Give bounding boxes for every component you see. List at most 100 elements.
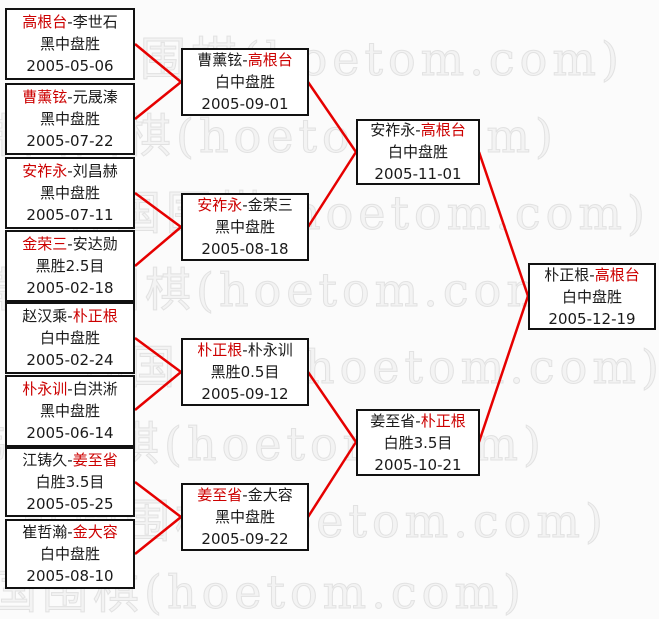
vs-separator: - (67, 235, 73, 253)
bracket-connectors (134, 43, 530, 555)
match-date: 2005-07-11 (26, 206, 114, 224)
match-box-round2-3: 朴正根-朴永训 黑胜0.5目 2005-09-12 (181, 338, 309, 406)
match-result: 白中盘胜 (387, 143, 448, 161)
player-name: 高根台 (420, 121, 466, 139)
player-name: 金大容 (72, 523, 118, 541)
player-name: 朴正根 (544, 265, 590, 284)
player-name: 高根台 (22, 13, 68, 31)
player-name: 高根台 (594, 265, 640, 284)
player-name: 安祚永 (22, 162, 68, 180)
vs-separator: - (242, 51, 248, 69)
match-date: 2005-08-10 (26, 567, 114, 585)
player-name: 金荣三 (22, 235, 68, 253)
match-box-round1-4: 金荣三-安达勋 黑胜2.5目 2005-02-18 (5, 230, 135, 302)
match-box-round1-1: 高根台-李世石 黑中盘胜 2005-05-06 (5, 8, 135, 80)
player-name: 金荣三 (247, 196, 293, 214)
match-date: 2005-05-25 (26, 495, 114, 513)
vs-separator: - (67, 451, 73, 469)
connector-line (134, 226, 182, 267)
match-date: 2005-11-01 (374, 165, 462, 183)
connector-line (134, 516, 182, 555)
vs-separator: - (242, 196, 248, 214)
match-result: 黑中盘胜 (39, 402, 100, 420)
match-date: 2005-06-14 (26, 424, 114, 442)
match-date: 2005-07-22 (26, 132, 114, 150)
match-result: 黑中盘胜 (39, 184, 100, 202)
vs-separator: - (415, 411, 421, 430)
match-date: 2005-09-01 (201, 95, 289, 113)
match-box-semifinal-1: 安祚永-高根台 白中盘胜 2005-11-01 (356, 119, 480, 185)
match-result: 白中盘胜 (39, 545, 100, 563)
match-result: 白胜3.5目 (383, 433, 453, 452)
connector-line (306, 441, 358, 518)
player-name: 朴永训 (22, 380, 68, 398)
player-name: 姜至省 (370, 411, 416, 430)
vs-separator: - (415, 121, 421, 139)
vs-separator: - (67, 13, 73, 31)
connector-line (134, 81, 182, 120)
player-name: 姜至省 (197, 486, 243, 504)
connector-line (477, 295, 530, 443)
player-name: 崔哲瀚 (22, 523, 68, 541)
match-result: 黑中盘胜 (214, 218, 275, 236)
player-name: 曹薰铉 (197, 51, 243, 69)
player-name: 朴正根 (420, 411, 466, 430)
connector-line (134, 43, 182, 83)
match-date: 2005-05-06 (26, 57, 114, 75)
match-box-round1-6: 朴永训-白洪淅 黑中盘胜 2005-06-14 (5, 375, 135, 447)
player-name: 白洪淅 (72, 380, 118, 398)
connector-line (134, 481, 182, 518)
match-box-semifinal-2: 姜至省-朴正根 白胜3.5目 2005-10-21 (356, 409, 480, 476)
match-box-round1-8: 崔哲瀚-金大容 白中盘胜 2005-08-10 (5, 519, 135, 589)
match-result: 黑中盘胜 (214, 508, 275, 526)
vs-separator: - (242, 341, 248, 359)
match-result: 白中盘胜 (214, 73, 275, 91)
player-name: 朴正根 (197, 341, 243, 359)
match-box-round1-5: 赵汉乘-朴正根 白中盘胜 2005-02-24 (5, 302, 135, 374)
vs-separator: - (242, 486, 248, 504)
match-box-round1-3: 安祚永-刘昌赫 黑中盘胜 2005-07-11 (5, 157, 135, 229)
connector-line (134, 371, 182, 411)
match-result: 黑胜0.5目 (210, 363, 280, 381)
connector-line (306, 371, 358, 443)
player-name: 元晟溱 (72, 88, 118, 106)
match-date: 2005-09-12 (201, 385, 289, 403)
player-name: 刘昌赫 (72, 162, 118, 180)
match-date: 2005-10-21 (374, 455, 462, 474)
player-name: 安祚永 (370, 121, 416, 139)
match-box-round2-1: 曹薰铉-高根台 白中盘胜 2005-09-01 (181, 48, 309, 116)
match-date: 2005-08-18 (201, 240, 289, 258)
player-name: 江铸久 (22, 451, 68, 469)
player-name: 姜至省 (72, 451, 118, 469)
player-name: 安祚永 (197, 196, 243, 214)
vs-separator: - (67, 380, 73, 398)
player-name: 赵汉乘 (22, 307, 68, 325)
vs-separator: - (67, 88, 73, 106)
match-result: 黑胜2.5目 (35, 257, 105, 275)
player-name: 安达勋 (72, 235, 118, 253)
vs-separator: - (589, 265, 595, 284)
player-name: 朴正根 (72, 307, 118, 325)
match-box-final: 朴正根-高根台 白中盘胜 2005-12-19 (528, 263, 656, 330)
connector-line (477, 151, 530, 297)
match-result: 黑中盘胜 (39, 110, 100, 128)
player-name: 高根台 (247, 51, 293, 69)
match-box-round2-4: 姜至省-金大容 黑中盘胜 2005-09-22 (181, 483, 309, 551)
match-date: 2005-12-19 (548, 309, 636, 328)
vs-separator: - (67, 523, 73, 541)
player-name: 曹薰铉 (22, 88, 68, 106)
match-date: 2005-02-24 (26, 351, 114, 369)
vs-separator: - (67, 307, 73, 325)
connector-line (306, 81, 358, 153)
player-name: 金大容 (247, 486, 293, 504)
connector-line (134, 336, 182, 374)
match-result: 白胜3.5目 (35, 473, 105, 491)
match-box-round1-7: 江铸久-姜至省 白胜3.5目 2005-05-25 (5, 447, 135, 517)
player-name: 李世石 (72, 13, 118, 31)
match-box-round1-2: 曹薰铉-元晟溱 黑中盘胜 2005-07-22 (5, 83, 135, 155)
match-result: 黑中盘胜 (39, 35, 100, 53)
connector-line (134, 191, 182, 229)
match-box-round2-2: 安祚永-金荣三 黑中盘胜 2005-08-18 (181, 193, 309, 261)
vs-separator: - (67, 162, 73, 180)
connector-line (306, 151, 358, 228)
